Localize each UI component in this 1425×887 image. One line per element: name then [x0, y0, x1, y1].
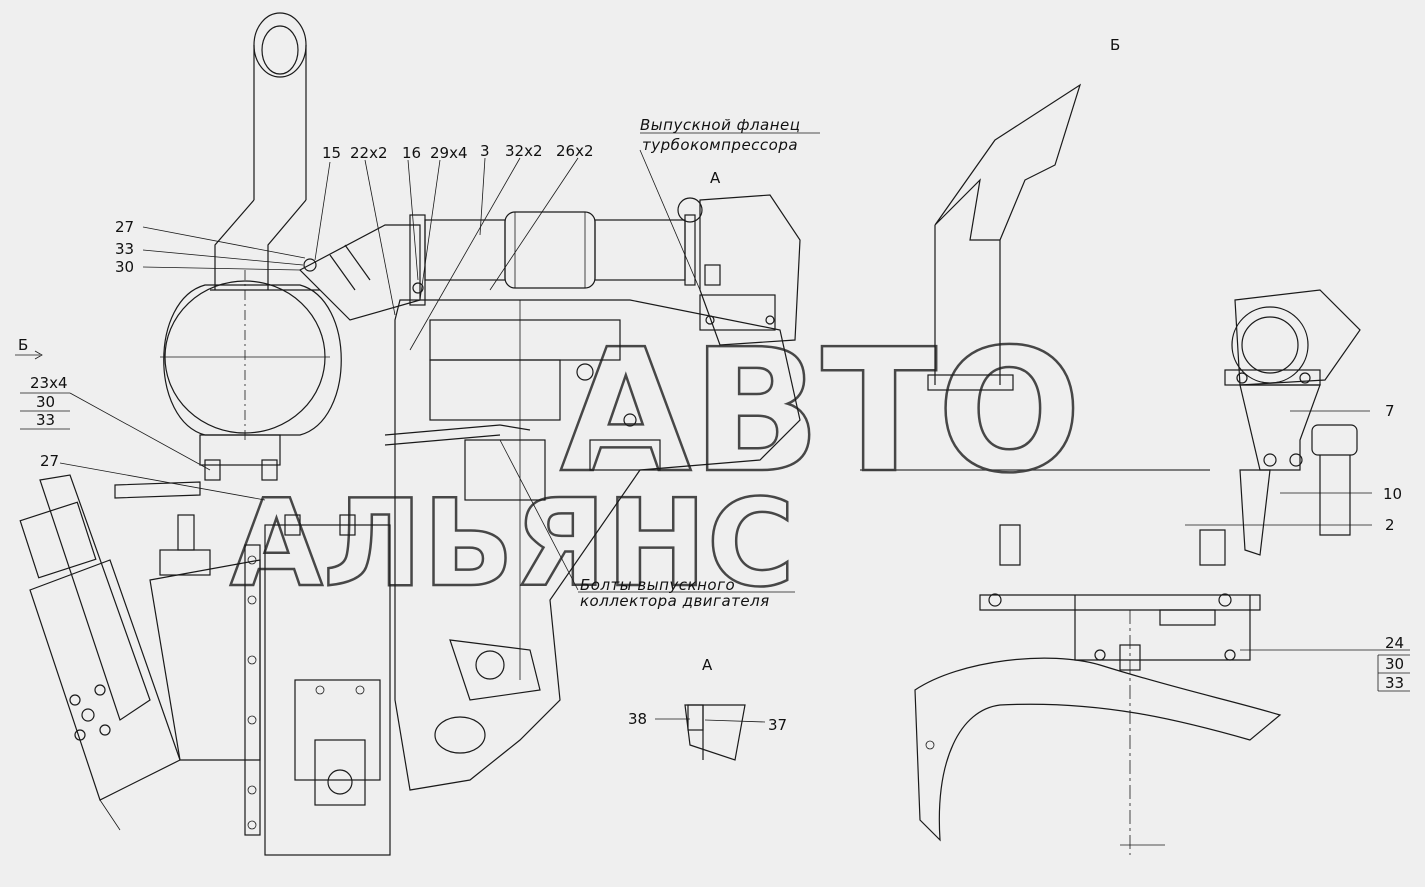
- transmission: [19, 474, 261, 831]
- callout-30-right: 30: [1385, 655, 1404, 673]
- air-intake-pipe: [210, 12, 320, 291]
- exhaust-pipe: [424, 211, 696, 289]
- air-filter: [160, 270, 342, 466]
- callout-27-left: 27: [40, 452, 59, 470]
- callout-7: 7: [1385, 402, 1395, 420]
- callout-3: 3: [480, 142, 490, 160]
- note-bolts-line1: Болты выпускного: [580, 576, 735, 594]
- callout-10: 10: [1383, 485, 1402, 503]
- callout-2: 2: [1385, 516, 1395, 534]
- view-a-title: А: [702, 656, 713, 674]
- callout-15: 15: [322, 144, 341, 162]
- view-b-bracket: [979, 469, 1271, 671]
- note-flange-line1: Выпускной фланец: [640, 116, 800, 134]
- intake-hose: [299, 214, 426, 321]
- view-b-title: Б: [1110, 36, 1120, 54]
- callout-24: 24: [1385, 634, 1404, 652]
- callout-30-top: 30: [115, 258, 134, 276]
- callout-30-left: 30: [36, 393, 55, 411]
- callout-16: 16: [402, 144, 421, 162]
- leader-lines: [15, 132, 1410, 692]
- view-a-marker: А: [710, 169, 721, 187]
- callout-27-top: 27: [115, 218, 134, 236]
- view-b-exhaust-pipe: [927, 83, 1082, 391]
- note-flange-line2: турбокомпрессора: [642, 136, 798, 154]
- callout-22x2: 22x2: [350, 144, 388, 162]
- note-bolts-line2: коллектора двигателя: [580, 592, 770, 610]
- view-a-detail: [655, 704, 766, 761]
- callout-33-left: 33: [36, 411, 55, 429]
- callout-33-top: 33: [115, 240, 134, 258]
- view-b-arrow-label: Б: [18, 336, 28, 354]
- watermark-line1: АВТО: [560, 313, 1082, 511]
- frame-bracket: [244, 524, 391, 856]
- lower-exhaust-pipe: [204, 424, 531, 536]
- callout-29x4: 29x4: [430, 144, 468, 162]
- engine-block: [394, 299, 801, 791]
- view-b-wheel-arch: [914, 610, 1282, 855]
- callout-32x2: 32x2: [505, 142, 543, 160]
- view-b-turbo: [1224, 289, 1361, 471]
- callout-23x4: 23x4: [30, 374, 68, 392]
- callout-33-right: 33: [1385, 674, 1404, 692]
- callout-37: 37: [768, 716, 787, 734]
- view-b-filter-neck: [1311, 424, 1358, 536]
- callout-38: 38: [628, 710, 647, 728]
- callout-26x2: 26x2: [556, 142, 594, 160]
- labels: Б Б А А 15 22x2 16 29x4 3 32x2 26x2 27 3…: [18, 36, 1404, 734]
- watermark: АВТО АЛЬЯНС: [229, 312, 1210, 615]
